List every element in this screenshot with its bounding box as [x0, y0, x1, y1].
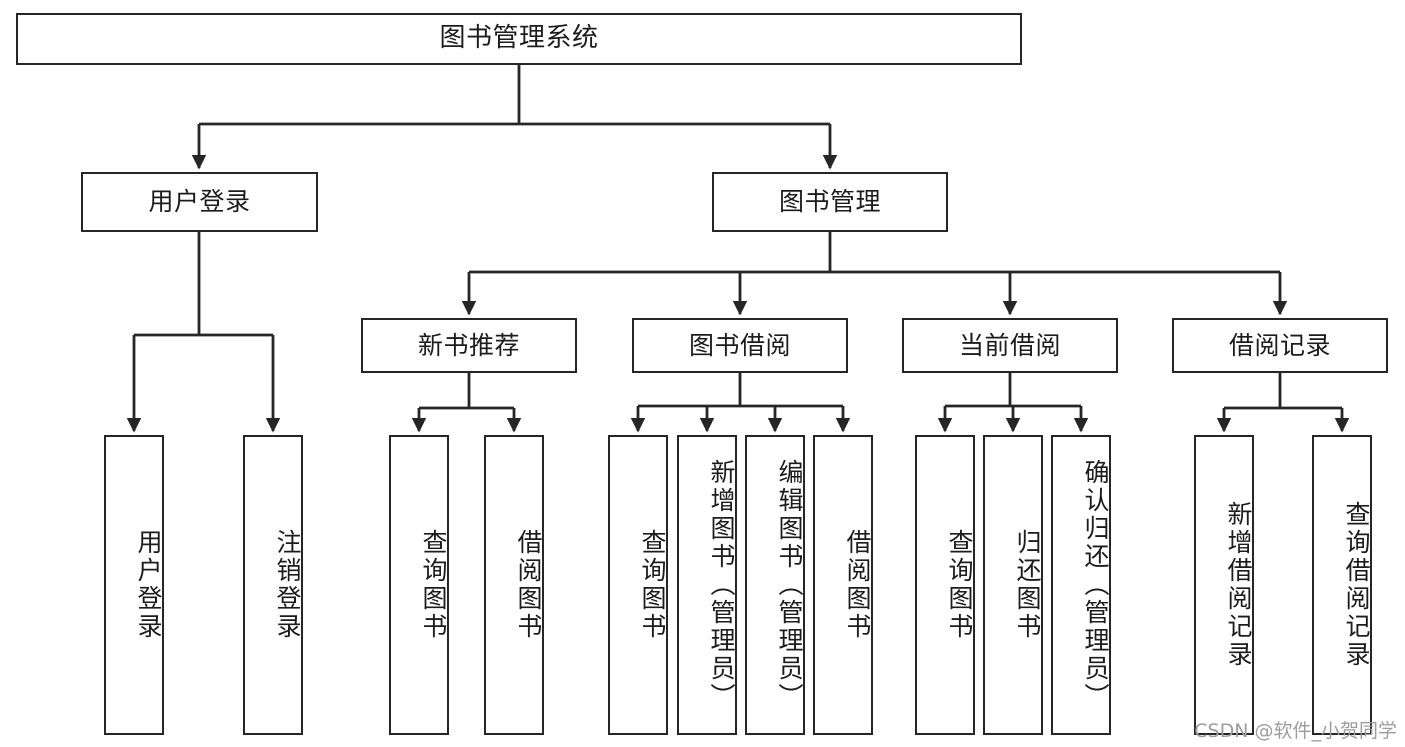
leaf-label: 查询图书: [638, 529, 667, 641]
leaf-label: 新增图书（管理员）: [707, 459, 736, 711]
node-root-title[interactable]: 图书管理系统: [16, 13, 1022, 65]
leaf-label: 注销登录: [273, 529, 302, 641]
node-book-borrow[interactable]: 图书借阅: [632, 318, 848, 373]
leaf-label: 新增借阅记录: [1224, 501, 1253, 669]
node-leaf-edit-book[interactable]: 编辑图书（管理员）: [745, 435, 805, 735]
node-leaf-user-login[interactable]: 用户登录: [104, 435, 164, 735]
node-leaf-confirm-return[interactable]: 确认归还（管理员）: [1051, 435, 1111, 735]
node-leaf-borrow-book-2[interactable]: 借阅图书: [813, 435, 873, 735]
node-leaf-logout[interactable]: 注销登录: [243, 435, 303, 735]
watermark: CSDN @软件_小贺同学: [1194, 720, 1397, 742]
node-current-borrow[interactable]: 当前借阅: [902, 318, 1118, 373]
node-leaf-return-book[interactable]: 归还图书: [983, 435, 1043, 735]
node-new-book-recommend[interactable]: 新书推荐: [361, 318, 577, 373]
leaf-label: 查询图书: [419, 529, 448, 641]
leaf-label: 查询图书: [945, 529, 974, 641]
node-leaf-add-record[interactable]: 新增借阅记录: [1194, 435, 1254, 735]
node-user-login[interactable]: 用户登录: [81, 172, 318, 232]
node-leaf-query-record[interactable]: 查询借阅记录: [1312, 435, 1372, 735]
leaf-label: 编辑图书（管理员）: [775, 459, 804, 711]
leaf-label: 借阅图书: [514, 529, 543, 641]
node-leaf-query-book-3[interactable]: 查询图书: [915, 435, 975, 735]
leaf-label: 借阅图书: [843, 529, 872, 641]
node-leaf-borrow-book-1[interactable]: 借阅图书: [484, 435, 544, 735]
leaf-label: 归还图书: [1013, 529, 1042, 641]
node-leaf-query-book-1[interactable]: 查询图书: [389, 435, 449, 735]
leaf-label: 用户登录: [134, 529, 163, 641]
node-leaf-query-book-2[interactable]: 查询图书: [608, 435, 668, 735]
node-borrow-record[interactable]: 借阅记录: [1172, 318, 1388, 373]
leaf-label: 确认归还（管理员）: [1081, 459, 1110, 711]
node-book-manage[interactable]: 图书管理: [712, 172, 948, 232]
node-leaf-add-book[interactable]: 新增图书（管理员）: [677, 435, 737, 735]
leaf-label: 查询借阅记录: [1342, 501, 1371, 669]
